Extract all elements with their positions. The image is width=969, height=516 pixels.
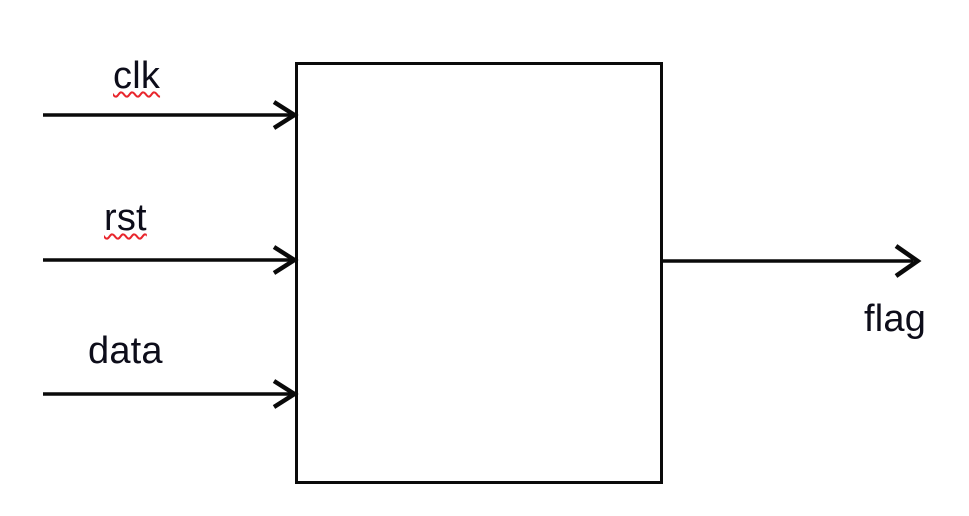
main-block-rectangle[interactable] (295, 62, 663, 484)
signal-label-flag: flag (864, 298, 927, 340)
input-arrow-data[interactable] (43, 379, 299, 409)
signal-label-data: data (88, 330, 163, 372)
input-arrow-rst[interactable] (43, 245, 299, 275)
signal-label-clk: clk (113, 55, 161, 97)
signal-label-rst: rst (104, 197, 147, 239)
output-arrow-flag[interactable] (663, 244, 922, 278)
input-arrow-clk[interactable] (43, 100, 299, 130)
